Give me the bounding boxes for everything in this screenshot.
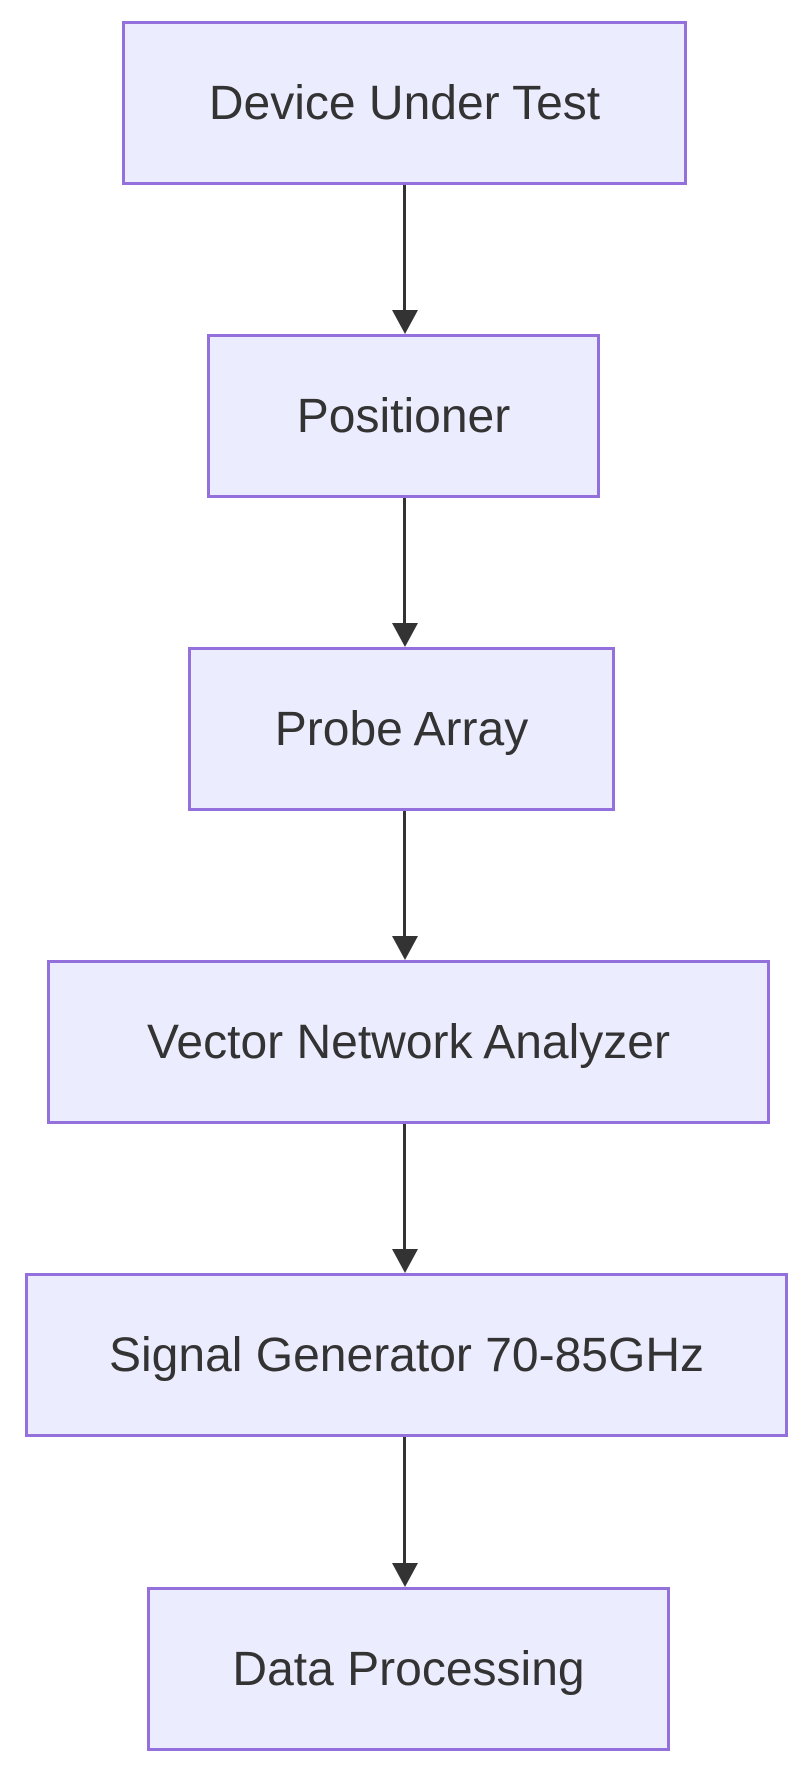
- node-device-under-test: Device Under Test: [122, 21, 687, 185]
- node-label: Positioner: [296, 389, 511, 443]
- arrow-shaft: [403, 1437, 406, 1563]
- edge-positioner-to-probe-array: [391, 498, 418, 647]
- arrow-head-icon: [391, 1249, 418, 1273]
- edge-vna-to-signal-generator: [391, 1124, 418, 1273]
- arrow-head-icon: [391, 310, 418, 334]
- arrow-head-icon: [391, 1563, 418, 1587]
- node-label: Device Under Test: [208, 76, 601, 130]
- node-vector-network-analyzer: Vector Network Analyzer: [47, 960, 770, 1124]
- edge-probe-array-to-vna: [391, 811, 418, 960]
- node-data-processing: Data Processing: [147, 1587, 670, 1751]
- node-label: Vector Network Analyzer: [147, 1015, 670, 1069]
- arrow-shaft: [403, 1124, 406, 1249]
- node-label: Signal Generator 70-85GHz: [109, 1328, 704, 1382]
- edge-signal-generator-to-data-processing: [391, 1437, 418, 1587]
- arrow-shaft: [403, 498, 406, 623]
- arrow-head-icon: [391, 623, 418, 647]
- edge-dut-to-positioner: [391, 185, 418, 334]
- arrow-shaft: [403, 811, 406, 936]
- node-label: Probe Array: [274, 702, 529, 756]
- arrow-shaft: [403, 185, 406, 310]
- arrow-head-icon: [391, 936, 418, 960]
- node-signal-generator: Signal Generator 70-85GHz: [25, 1273, 788, 1437]
- node-label: Data Processing: [232, 1642, 585, 1696]
- node-probe-array: Probe Array: [188, 647, 615, 811]
- node-positioner: Positioner: [207, 334, 600, 498]
